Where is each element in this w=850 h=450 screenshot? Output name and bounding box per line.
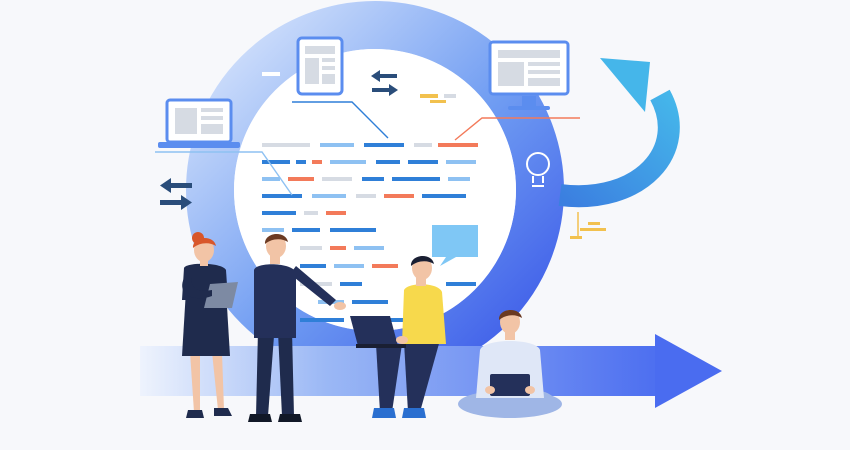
code-line bbox=[296, 160, 306, 164]
code-lines bbox=[262, 143, 478, 322]
code-line bbox=[262, 228, 284, 232]
laptop-device bbox=[490, 374, 530, 396]
code-line bbox=[448, 177, 470, 181]
cycle-arrow-icon bbox=[558, 58, 680, 208]
code-line bbox=[288, 177, 314, 181]
code-line bbox=[334, 264, 364, 268]
code-line bbox=[262, 143, 310, 147]
monitor-icon bbox=[488, 40, 570, 110]
code-line bbox=[364, 143, 404, 147]
code-line bbox=[408, 160, 438, 164]
code-line bbox=[422, 194, 466, 198]
code-line bbox=[446, 160, 476, 164]
code-line bbox=[340, 282, 362, 286]
woman-with-tablet bbox=[182, 232, 238, 418]
tablet-device bbox=[204, 282, 238, 308]
decorative-marks bbox=[262, 72, 606, 239]
code-line bbox=[262, 211, 296, 215]
code-line bbox=[304, 211, 318, 215]
code-line bbox=[354, 246, 384, 250]
code-line bbox=[330, 228, 376, 232]
connector-lines bbox=[155, 101, 580, 196]
code-line bbox=[330, 246, 346, 250]
code-line bbox=[372, 264, 398, 268]
man-pointing bbox=[248, 233, 346, 422]
code-line bbox=[262, 194, 302, 198]
laptop-icon bbox=[158, 98, 240, 148]
code-line bbox=[446, 282, 476, 286]
code-line bbox=[414, 143, 432, 147]
code-line bbox=[300, 318, 344, 322]
code-line bbox=[312, 160, 322, 164]
laptop-device bbox=[350, 316, 406, 348]
code-line bbox=[352, 300, 388, 304]
code-line bbox=[326, 211, 346, 215]
man-sitting-cross-legged bbox=[458, 309, 562, 418]
code-line bbox=[438, 143, 478, 147]
chat-bubble-icon bbox=[432, 225, 478, 266]
code-line bbox=[312, 194, 346, 198]
code-line bbox=[320, 143, 354, 147]
code-line bbox=[376, 160, 400, 164]
code-line bbox=[384, 194, 414, 198]
swap-arrows-icon bbox=[371, 70, 398, 96]
code-line bbox=[330, 160, 366, 164]
code-line bbox=[262, 177, 280, 181]
man-with-laptop bbox=[350, 255, 446, 418]
code-line bbox=[392, 177, 440, 181]
code-line bbox=[322, 177, 352, 181]
swap-arrows-icon bbox=[160, 178, 192, 210]
code-line bbox=[292, 228, 320, 232]
code-line bbox=[262, 160, 290, 164]
code-line bbox=[362, 177, 384, 181]
tablet-icon bbox=[296, 36, 344, 96]
lightbulb-icon bbox=[526, 152, 550, 187]
code-line bbox=[300, 264, 326, 268]
code-line bbox=[300, 246, 322, 250]
code-line bbox=[356, 194, 376, 198]
